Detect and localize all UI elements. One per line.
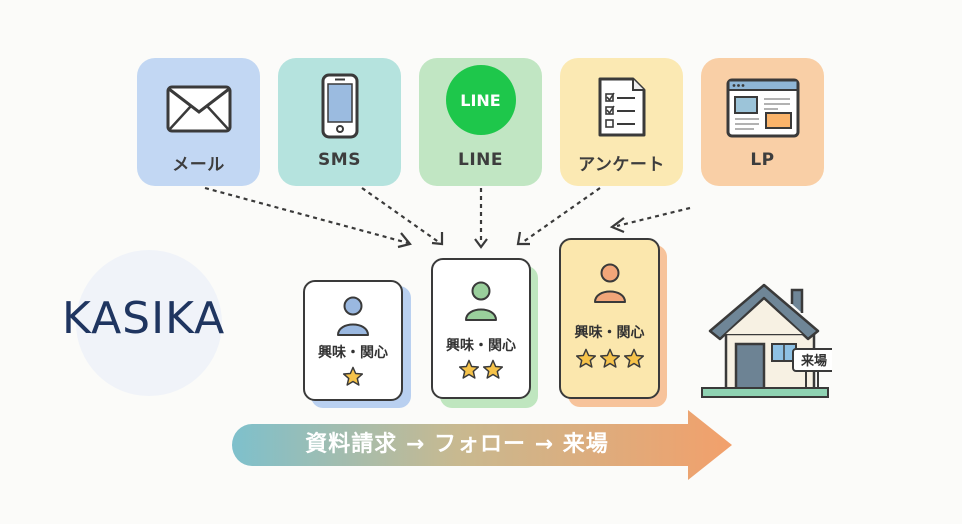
arrowhead-line <box>474 238 488 249</box>
flow-label: 資料請求 → フォロー → 来場 <box>305 432 609 457</box>
arrow-mail <box>204 186 409 245</box>
interest-label: 興味・関心 <box>574 325 645 341</box>
arrowhead-sms <box>431 232 444 246</box>
logo-background <box>76 250 222 396</box>
channel-survey: アンケート <box>560 58 683 186</box>
arrowhead-lp <box>609 217 625 234</box>
arrowhead-survey <box>516 231 530 246</box>
star-icon <box>575 348 596 368</box>
line-logo-icon: LINE <box>445 65 516 135</box>
arrow-sms <box>361 187 441 244</box>
interest-card-2: 興味・関心 <box>431 258 531 399</box>
smartphone-icon <box>321 73 358 139</box>
interest-card-3: 興味・関心 <box>559 238 660 399</box>
person-icon <box>593 263 626 303</box>
star-icon <box>482 359 504 379</box>
channel-label: SMS <box>318 150 361 170</box>
channel-label: アンケート <box>578 155 665 175</box>
flow-arrow <box>232 410 732 480</box>
arrow-survey <box>522 187 601 243</box>
visit-sign-text: 来場 <box>800 353 827 369</box>
arrowhead-mail <box>397 232 412 249</box>
star-icon <box>623 348 644 368</box>
house-icon: 来場 <box>701 283 832 398</box>
line-logo-text: LINE <box>460 90 501 110</box>
star-icon <box>599 348 620 368</box>
channel-lp: LP <box>701 58 824 186</box>
arrow-lp <box>616 206 691 228</box>
person-icon <box>337 296 369 336</box>
star-icon <box>458 359 480 379</box>
survey-checklist-icon <box>598 77 645 137</box>
channel-mail: メール <box>137 58 260 186</box>
channel-label: LINE <box>458 150 503 170</box>
rating-stars <box>305 366 401 391</box>
landing-page-icon <box>726 78 799 138</box>
star-icon <box>342 366 364 386</box>
channel-label: LP <box>750 150 775 170</box>
channel-line: LINE LINE <box>419 58 542 186</box>
envelope-icon <box>166 85 231 133</box>
interest-label: 興味・関心 <box>446 338 516 354</box>
kasika-logo: KASIKA <box>62 293 226 344</box>
channel-sms: SMS <box>278 58 401 186</box>
interest-label: 興味・関心 <box>318 345 388 361</box>
rating-stars <box>433 359 529 384</box>
interest-card-1: 興味・関心 <box>303 280 403 401</box>
rating-stars <box>561 348 658 373</box>
person-icon <box>465 281 497 321</box>
channel-label: メール <box>172 155 225 175</box>
